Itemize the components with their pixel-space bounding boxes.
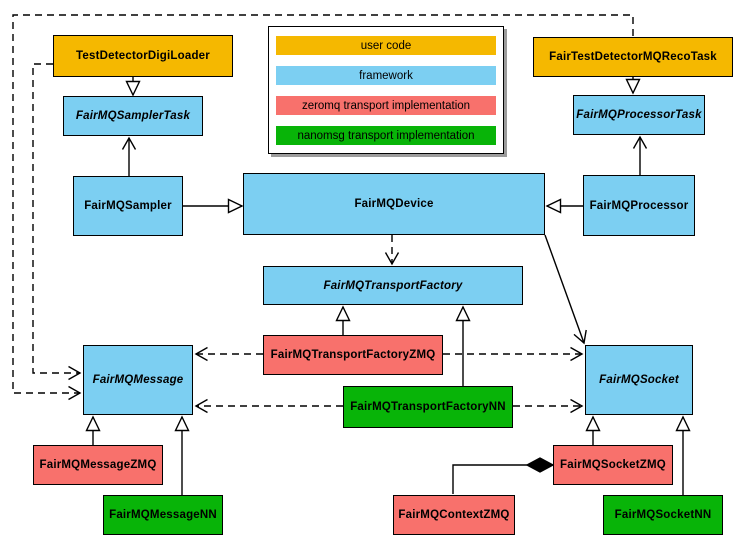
node-fairmqtransportfactoryzmq: FairMQTransportFactoryZMQ [263, 335, 443, 375]
node-fairmqsampler: FairMQSampler [73, 176, 183, 236]
node-fairmqdevice: FairMQDevice [243, 173, 545, 235]
edge-digiloader-message [32, 63, 82, 381]
node-fairmqtransportfactory: FairMQTransportFactory [263, 266, 523, 305]
node-fairmqmessagenn: FairMQMessageNN [103, 495, 223, 535]
node-testdetectordigiloader: TestDetectorDigiLoader [53, 35, 233, 77]
node-fairmqsocket: FairMQSocket [585, 345, 693, 415]
node-fairmqprocessortask: FairMQProcessorTask [573, 95, 705, 135]
node-fairmqsamplertask: FairMQSamplerTask [63, 96, 203, 136]
legend-item-nanomsg: nanomsg transport implementation [276, 126, 496, 145]
legend-item-user-code: user code [276, 36, 496, 55]
node-fairmqmessage: FairMQMessage [83, 345, 193, 415]
node-fairmqsocketzmq: FairMQSocketZMQ [553, 445, 673, 485]
edge-device-socket [544, 234, 587, 345]
legend-item-framework: framework [276, 66, 496, 85]
node-fairmqsocketnn: FairMQSocketNN [603, 495, 723, 535]
edge-recotask-message [12, 14, 634, 401]
node-fairmqcontextzmq: FairMQContextZMQ [393, 495, 515, 535]
node-fairmqmessagezmq: FairMQMessageZMQ [33, 445, 163, 485]
node-fairmqtransportfactorynn: FairMQTransportFactoryNN [343, 386, 513, 428]
edge-socketzmq-contextzmq [452, 464, 527, 494]
node-fairmqprocessor: FairMQProcessor [583, 175, 695, 236]
legend-item-zeromq: zeromq transport implementation [276, 96, 496, 115]
legend-box: user code framework zeromq transport imple… [268, 26, 504, 154]
node-fairtestdetectormqrecotask: FairTestDetectorMQRecoTask [533, 37, 733, 77]
composition-diamond-icon [525, 457, 555, 473]
